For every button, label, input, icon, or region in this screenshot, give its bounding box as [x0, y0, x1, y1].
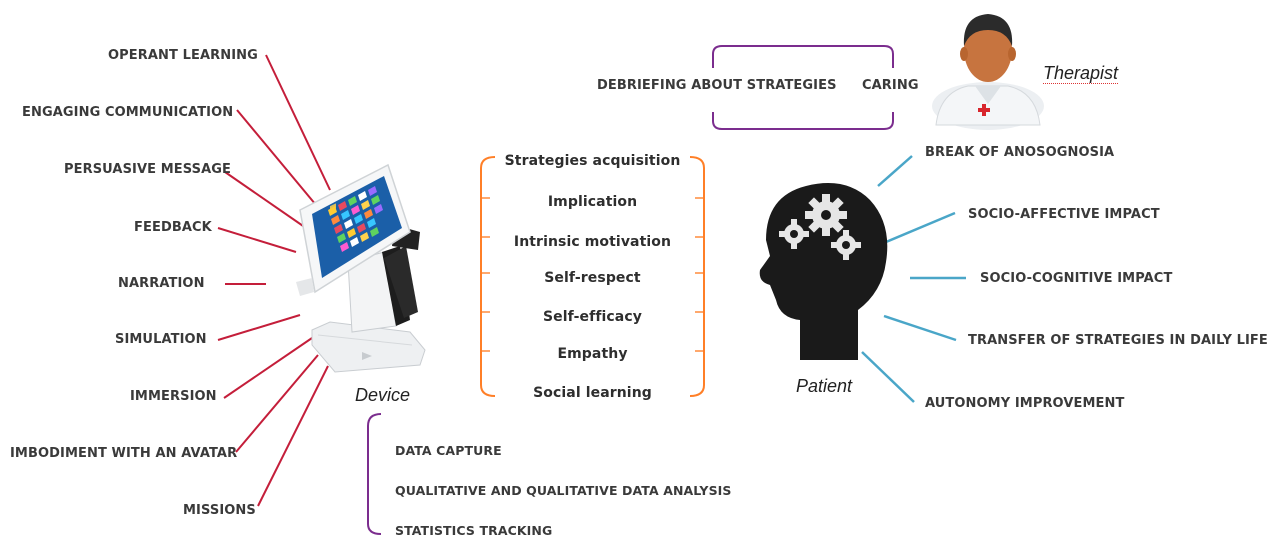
feature-missions: MISSIONS	[183, 503, 256, 518]
action-caring: CARING	[862, 78, 919, 93]
feature-narration: NARRATION	[118, 276, 205, 291]
outcome-self-efficacy: Self-efficacy	[543, 309, 642, 325]
output-data-capture: DATA CAPTURE	[395, 443, 502, 458]
output-statistics-tracking: STATISTICS TRACKING	[395, 523, 553, 538]
therapist-avatar-icon	[932, 14, 1044, 130]
feature-feedback: FEEDBACK	[134, 220, 212, 235]
feature-persuasive-message: PERSUASIVE MESSAGE	[64, 162, 232, 177]
feature-immersion: IMMERSION	[130, 389, 217, 404]
feature-engaging-communication: ENGAGING COMMUNICATION	[22, 105, 234, 120]
action-debriefing: DEBRIEFING ABOUT STRATEGIES	[597, 78, 837, 93]
impact-break-of-anosognosia: BREAK OF ANOSOGNOSIA	[925, 145, 1115, 160]
impact-connectors	[861, 155, 966, 403]
device-label: Device	[355, 385, 411, 405]
tablet-device-icon	[296, 163, 426, 373]
feature-imbodiment: IMBODIMENT WITH AN AVATAR	[10, 446, 238, 461]
therapist-label: Therapist	[1043, 63, 1119, 84]
feature-operant-learning: OPERANT LEARNING	[108, 48, 258, 63]
outcome-intrinsic-motivation: Intrinsic motivation	[513, 234, 672, 250]
outcome-strategies-acquisition: Strategies acquisition	[504, 153, 681, 169]
output-data-analysis: QUALITATIVE AND QUALITATIVE DATA ANALYSI…	[395, 483, 732, 498]
device-output-bracket	[367, 413, 382, 535]
therapist-bracket	[712, 45, 894, 130]
impact-socio-cognitive: SOCIO-COGNITIVE IMPACT	[980, 271, 1173, 286]
feature-simulation: SIMULATION	[115, 332, 207, 347]
feature-connectors	[217, 54, 331, 507]
impact-socio-affective: SOCIO-AFFECTIVE IMPACT	[968, 207, 1160, 222]
patient-label: Patient	[796, 376, 853, 396]
outcome-self-respect: Self-respect	[544, 270, 641, 286]
impact-autonomy-improvement: AUTONOMY IMPROVEMENT	[925, 396, 1125, 411]
outcome-social-learning: Social learning	[533, 385, 652, 401]
outcomes-braces	[480, 156, 705, 397]
impact-transfer-of-strategies: TRANSFER OF STRATEGIES IN DAILY LIFE	[968, 333, 1268, 348]
outcome-implication: Implication	[547, 194, 638, 210]
head-gears-icon	[759, 183, 888, 360]
outcome-empathy: Empathy	[557, 346, 628, 362]
